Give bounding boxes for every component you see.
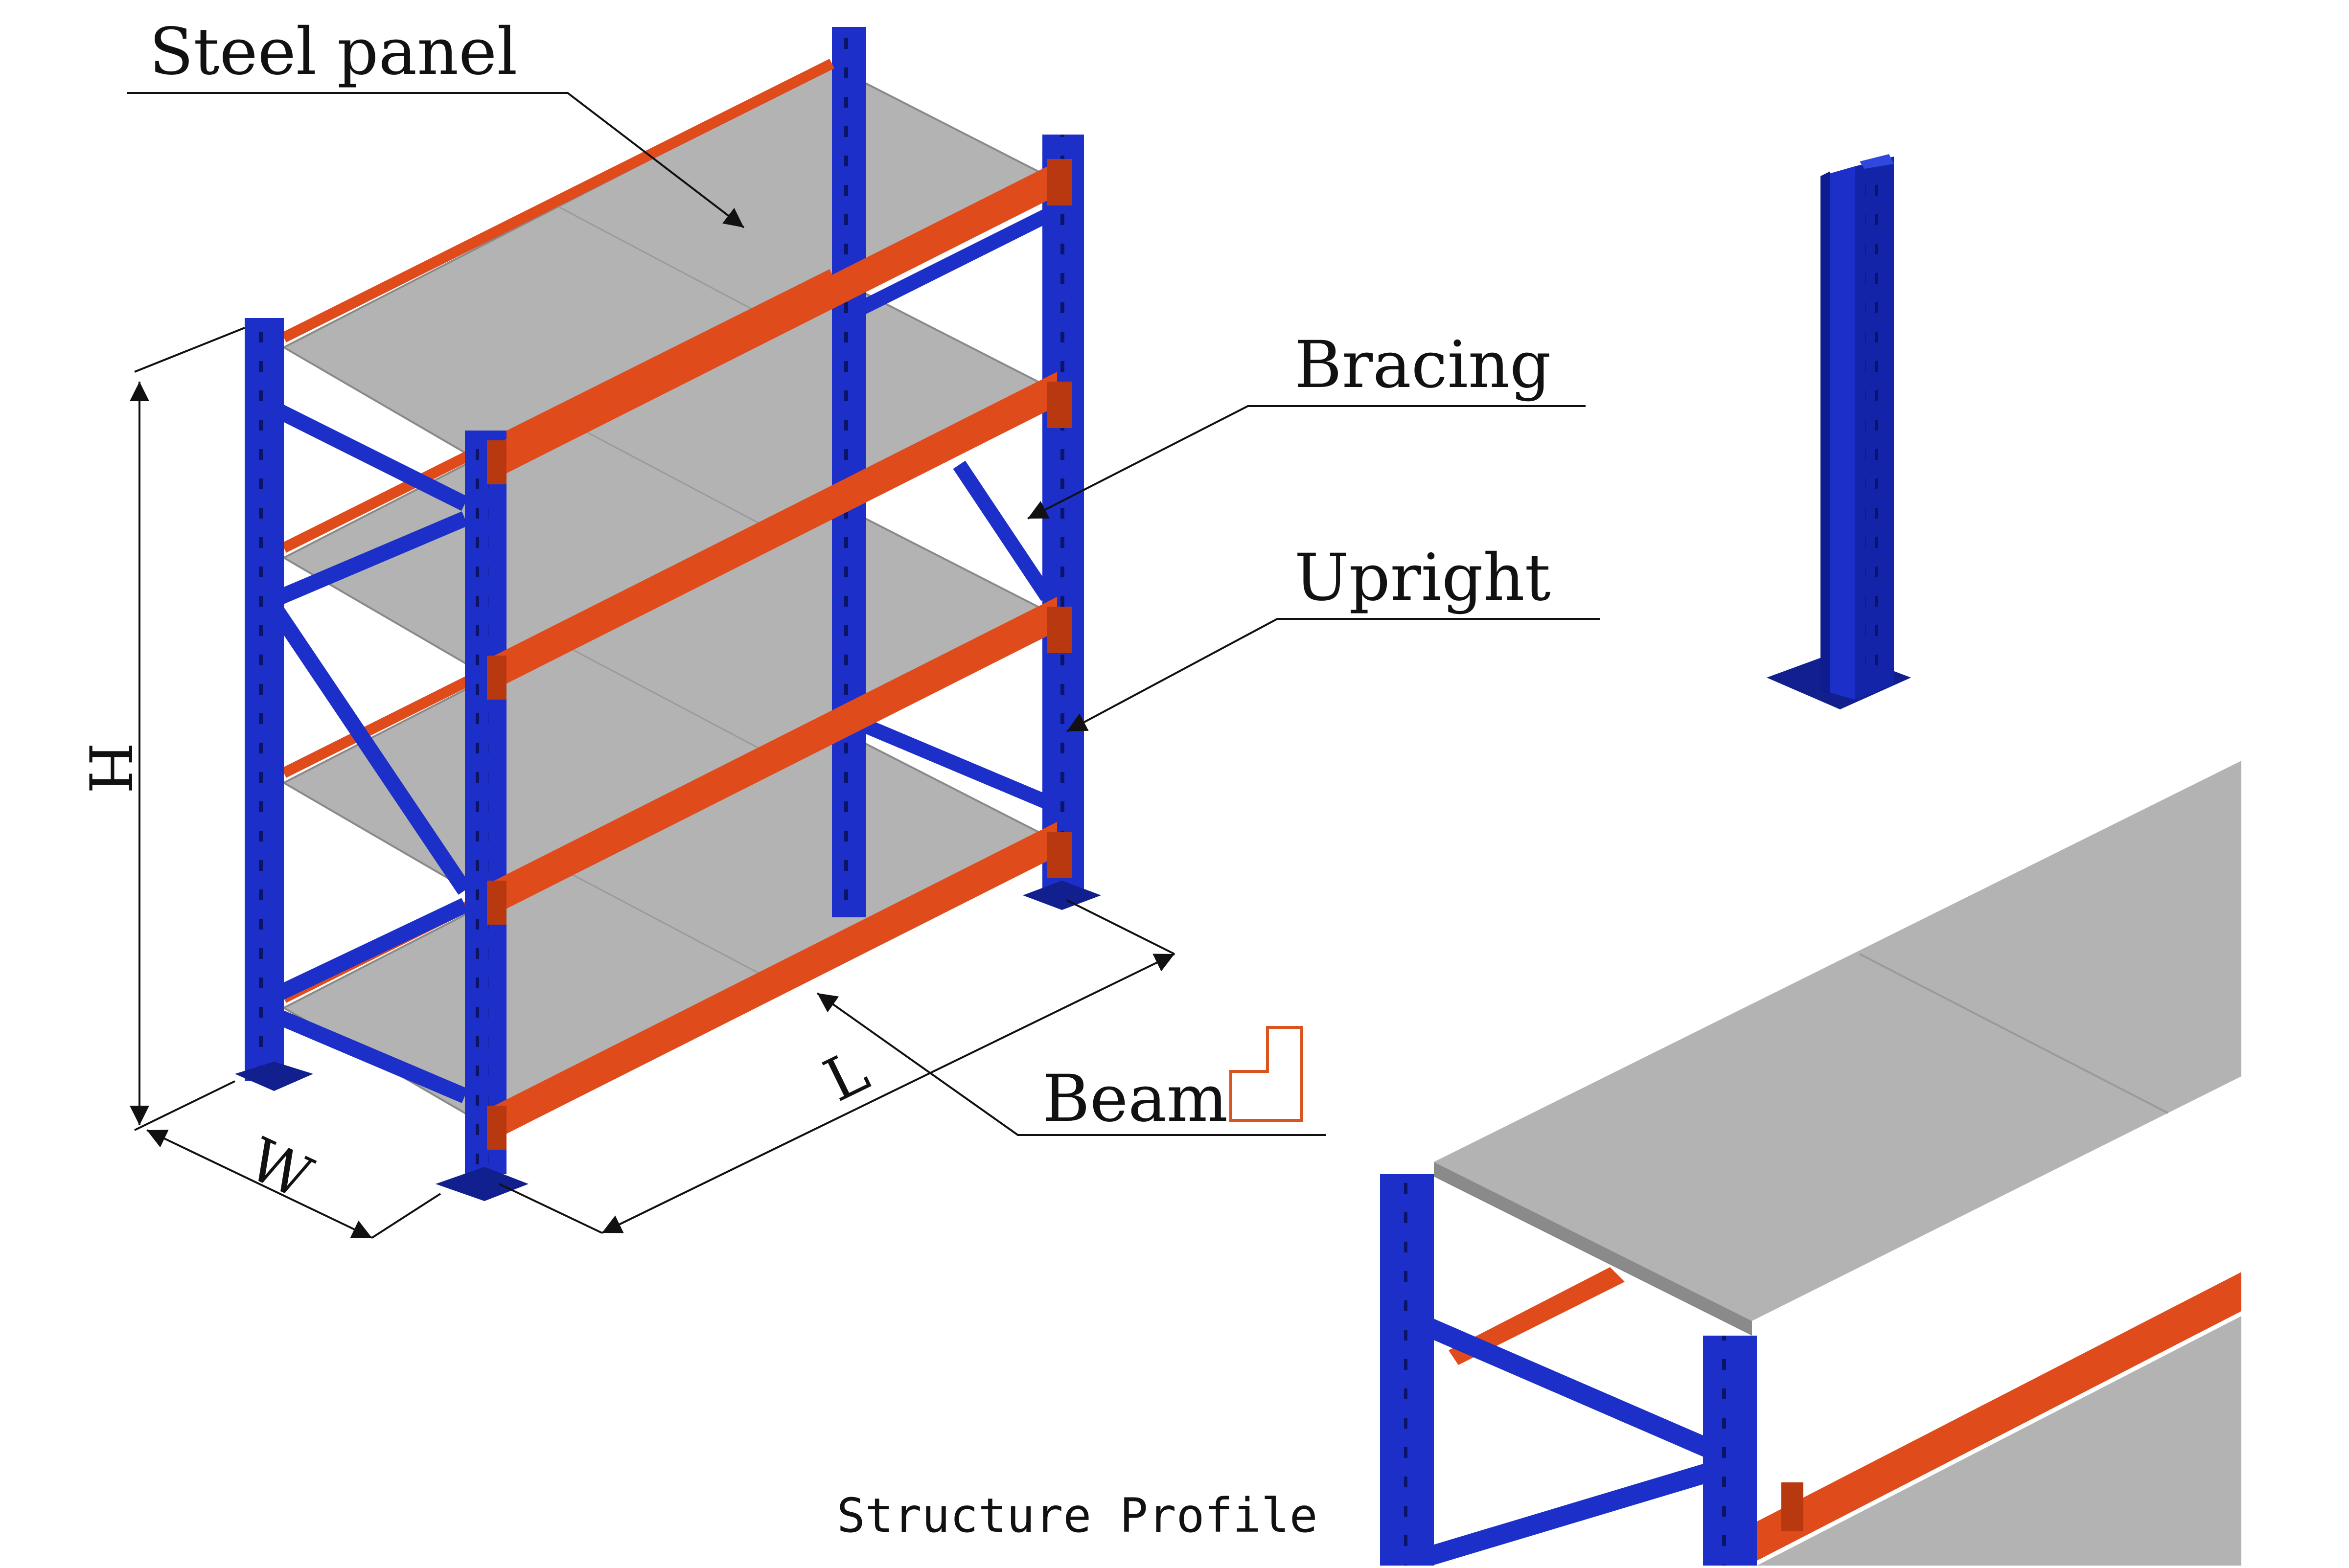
caption-structure-profile: Structure Profile: [837, 1488, 1318, 1543]
baseplate-back-right: [1023, 881, 1101, 910]
dimension-label-h: H: [75, 742, 143, 794]
leader-lines: [127, 92, 1600, 1136]
label-steel-panel: Steel panel: [149, 14, 518, 90]
leader-beam: [816, 992, 1326, 1136]
baseplate-front-right: [436, 1167, 529, 1201]
upright-detail: [1767, 154, 1911, 709]
back-bracing: [858, 208, 1054, 809]
baseplate-front-left: [235, 1062, 313, 1091]
dimension-lines: [130, 327, 1175, 1239]
label-upright: Upright: [1294, 540, 1551, 615]
beam-profile-icon: [1229, 1026, 1303, 1122]
leader-upright: [1066, 618, 1600, 732]
label-bracing: Bracing: [1294, 327, 1551, 403]
main-rack: [235, 27, 1101, 1201]
label-beam: Beam: [1042, 1061, 1228, 1136]
leader-bracing: [1027, 405, 1586, 520]
profile-panel: [1434, 761, 2241, 1321]
profile-beam: [1757, 1272, 2241, 1561]
side-bracing-left: [265, 399, 472, 1103]
leader-steel-panel: [127, 92, 745, 228]
structure-profile-detail: [1380, 761, 2241, 1568]
